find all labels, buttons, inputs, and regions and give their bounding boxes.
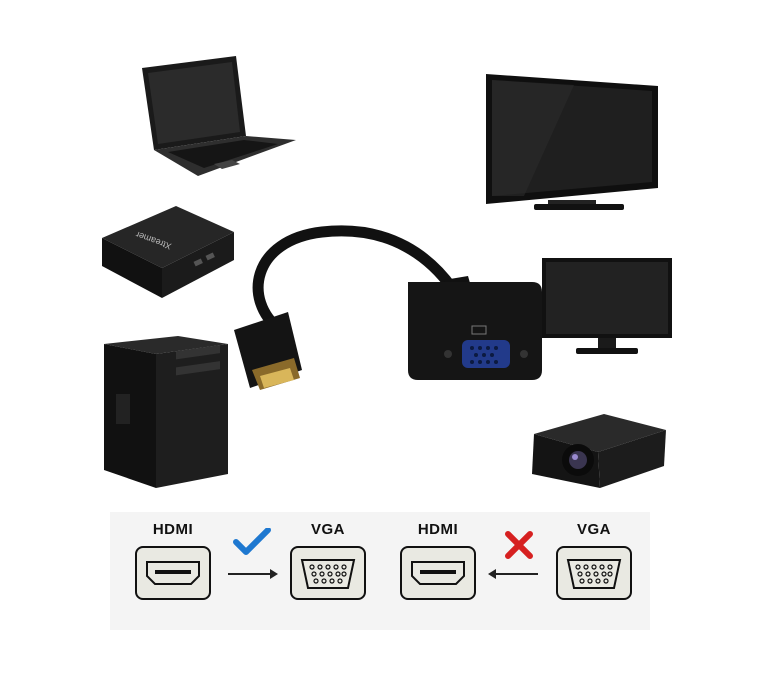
hdmi-target-port-2: HDMI bbox=[398, 520, 478, 600]
lcd-tv-image bbox=[486, 74, 658, 210]
hdmi-port-icon bbox=[400, 546, 476, 600]
hdmi-label-2: HDMI bbox=[417, 521, 459, 538]
projector-image bbox=[532, 414, 666, 488]
vga-source-port-2: VGA bbox=[554, 520, 634, 600]
hdmi-label-1: HDMI bbox=[152, 521, 194, 538]
laptop-image bbox=[142, 56, 296, 176]
vga-label-1: VGA bbox=[310, 521, 345, 538]
hdmi-vga-adapter-image bbox=[234, 225, 542, 390]
vga-port-icon bbox=[290, 546, 366, 600]
vga-port-icon bbox=[556, 546, 632, 600]
arrow-right-icon bbox=[228, 569, 278, 579]
hdmi-port-icon bbox=[135, 546, 211, 600]
vga-target-port-1: VGA bbox=[288, 520, 368, 600]
cross-icon bbox=[505, 531, 533, 559]
vga-label-2: VGA bbox=[576, 521, 611, 538]
arrow-left-icon bbox=[488, 569, 538, 579]
desktop-tower-image bbox=[104, 336, 228, 488]
hdmi-source-port-1: HDMI bbox=[133, 520, 213, 600]
tv-box-image: Xtreamer bbox=[102, 206, 234, 298]
monitor-image bbox=[542, 258, 672, 354]
checkmark-icon bbox=[233, 528, 271, 555]
